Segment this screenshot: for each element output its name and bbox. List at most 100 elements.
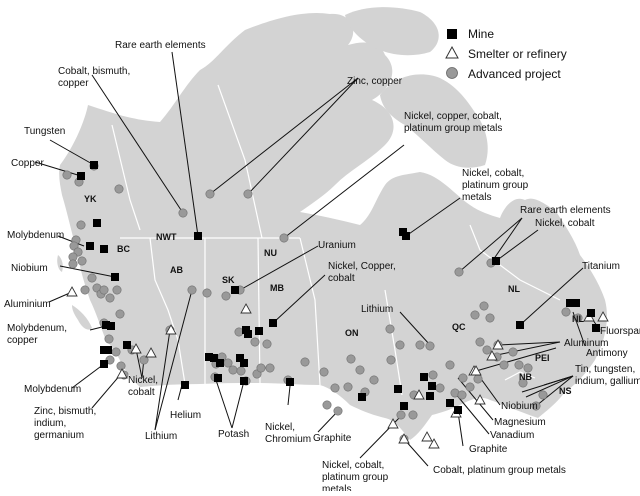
advanced-project-marker [114, 184, 124, 194]
mine-marker [111, 273, 119, 281]
advanced-project-marker [523, 363, 533, 373]
label-lithium-qc: Lithium [361, 304, 393, 315]
mine-marker [236, 354, 244, 362]
mine-marker [104, 346, 112, 354]
label-graphite-qc: Graphite [469, 444, 508, 455]
label-nickel-cobalt-bc-2: cobalt [128, 387, 155, 398]
advanced-project-marker [428, 370, 438, 380]
mine-marker [587, 309, 595, 317]
label-zinc-bismuth: Zinc, bismuth, [34, 406, 96, 417]
advanced-project-marker [514, 360, 524, 370]
map-legend: Mine Smelter or refinery Advanced projec… [445, 27, 567, 81]
mine-marker [492, 257, 500, 265]
advanced-project-marker [465, 382, 475, 392]
mine-marker [255, 327, 263, 335]
label-uranium: Uranium [318, 240, 356, 251]
advanced-project-marker [68, 259, 78, 269]
label-molybdenum-bc-south: Molybdenum [24, 384, 81, 395]
mine-marker [454, 406, 462, 414]
advanced-project-marker [279, 233, 289, 243]
mine-marker [231, 286, 239, 294]
mine-marker [100, 360, 108, 368]
advanced-project-marker [531, 401, 541, 411]
advanced-project-marker [80, 285, 90, 295]
legend-smelter-label: Smelter or refinery [468, 47, 567, 61]
advanced-project-marker [386, 355, 396, 365]
mine-marker [123, 341, 131, 349]
border-qc-nb [504, 371, 536, 381]
label-potash: Potash [218, 429, 249, 440]
mine-marker [93, 219, 101, 227]
label-tungsten: Tungsten [24, 126, 65, 137]
label-antimony: Antimony [586, 348, 628, 359]
label-lithium-ab: Lithium [145, 431, 177, 442]
advanced-project-marker [256, 363, 266, 373]
label-niobium-bc: Niobium [11, 263, 48, 274]
mine-marker [214, 374, 222, 382]
advanced-project-marker [221, 291, 231, 301]
mine-marker [358, 393, 366, 401]
smelter-marker [470, 365, 482, 376]
smelter-marker [421, 431, 433, 442]
mine-marker [240, 359, 248, 367]
advanced-project-marker [485, 313, 495, 323]
advanced-project-marker [265, 363, 275, 373]
smelter-marker [428, 438, 440, 449]
advanced-project-marker [538, 390, 548, 400]
border-nwt-nu [217, 84, 263, 239]
mine-marker [400, 402, 408, 410]
advanced-project-marker [322, 400, 332, 410]
advanced-project-marker [573, 313, 583, 323]
label-nickel-cobalt-pgm-qc-2: platinum group [462, 180, 529, 191]
advanced-project-marker [395, 340, 405, 350]
label-nickel-copper-cobalt-nu: Nickel, copper, cobalt, [404, 111, 502, 122]
mainland [59, 12, 607, 441]
advanced-project-marker [454, 267, 464, 277]
mine-marker [100, 245, 108, 253]
smelter-marker [474, 394, 486, 405]
legend-project-label: Advanced project [468, 67, 561, 81]
label-nickel-cobalt-pgm-on-3: metals [322, 484, 351, 491]
label-nickel-copper-cobalt-nu-2: platinum group metals [404, 123, 502, 134]
label-tin-tungsten-2: indium, gallium [575, 376, 640, 387]
border-mb-on [299, 237, 321, 386]
advanced-project-marker [408, 410, 418, 420]
label-titanium: Titanium [582, 261, 620, 272]
label-nickel-cobalt-pgm-on-2: platinum group [322, 472, 389, 483]
label-magnesium: Magnesium [494, 417, 546, 428]
smelter-marker [116, 368, 128, 379]
advanced-project-marker [234, 327, 244, 337]
advanced-project-marker [202, 288, 212, 298]
mine-marker [269, 319, 277, 327]
advanced-project-marker [262, 339, 272, 349]
advanced-project-marker [112, 285, 122, 295]
label-nickel-copper-cobalt-mb: Nickel, Copper, [328, 261, 396, 272]
province-nl-island: NL [572, 314, 584, 324]
province-ns: NS [559, 386, 572, 396]
mine-marker [107, 322, 115, 330]
label-zinc-copper: Zinc, copper [347, 76, 403, 87]
advanced-project-marker [415, 340, 425, 350]
advanced-project-marker [499, 360, 509, 370]
province-ab: AB [170, 265, 183, 275]
label-helium: Helium [170, 410, 201, 421]
label-nickel-cobalt-pgm-on: Nickel, cobalt, [322, 460, 384, 471]
advanced-project-marker [425, 341, 435, 351]
mine-marker [566, 299, 574, 307]
smelter-marker [66, 286, 78, 297]
label-nickel-cobalt-pgm-qc-3: metals [462, 192, 491, 203]
mine-marker [572, 299, 580, 307]
advanced-project-marker [482, 345, 492, 355]
label-zinc-bismuth-2: indium, [34, 418, 66, 429]
advanced-project-marker [355, 365, 365, 375]
province-nwt: NWT [156, 232, 177, 242]
advanced-project-marker [470, 310, 480, 320]
advanced-project-marker [561, 307, 571, 317]
mine-marker [181, 381, 189, 389]
label-cobalt-bismuth-2: copper [58, 78, 89, 89]
mine-marker [428, 382, 436, 390]
border-bc-ab [149, 237, 186, 385]
advanced-project-marker [333, 406, 343, 416]
province-nl: NL [508, 284, 520, 294]
mine-marker [216, 359, 224, 367]
